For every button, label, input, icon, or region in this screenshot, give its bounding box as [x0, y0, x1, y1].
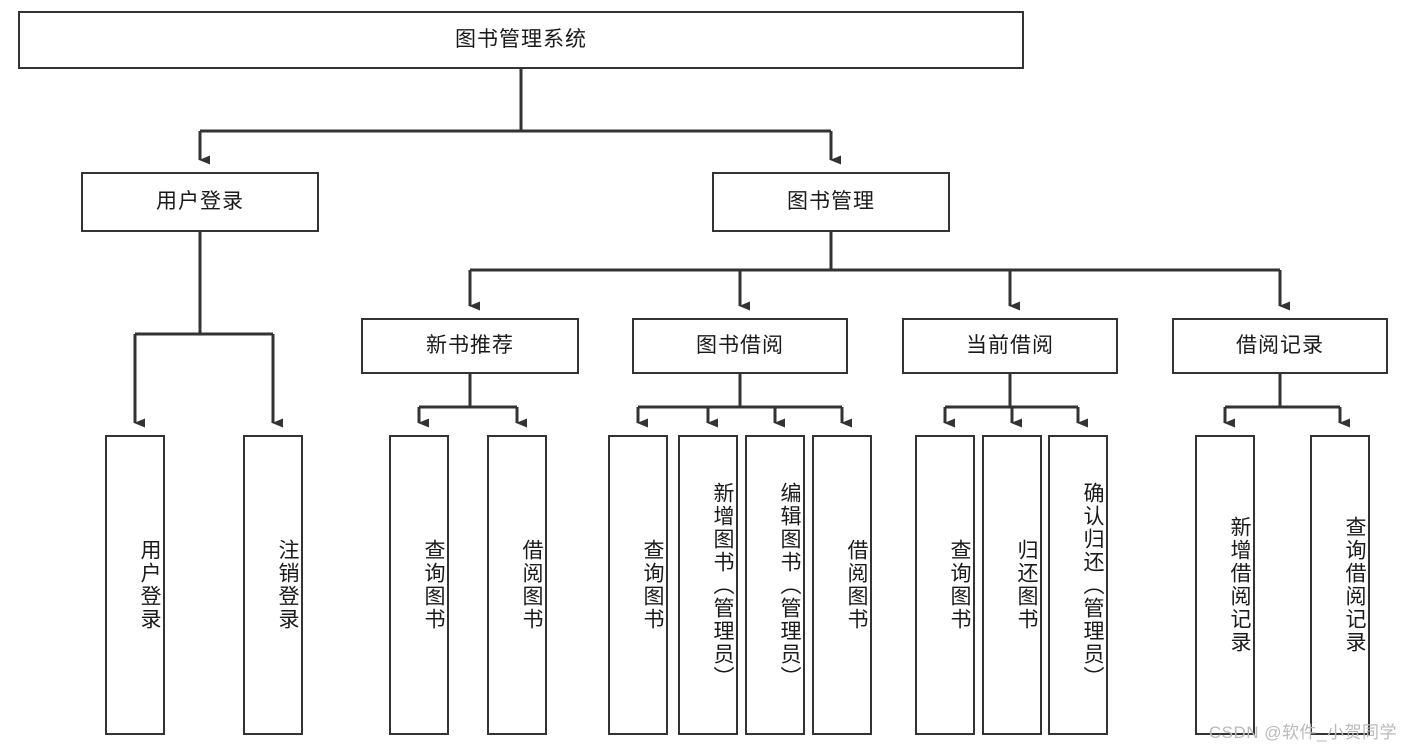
- node-book-borrow[interactable]: 图书借阅: [632, 318, 848, 374]
- node-root-label: 图书管理系统: [455, 28, 587, 52]
- node-borrow-record[interactable]: 借阅记录: [1172, 318, 1388, 374]
- leaf-query-book-2-label: 查询图书: [641, 539, 664, 631]
- leaf-confirm-return[interactable]: 确认归还（管理员）: [1048, 435, 1108, 735]
- leaf-return-book-label: 归还图书: [1015, 539, 1038, 631]
- node-new-book-recommend-label: 新书推荐: [426, 334, 514, 358]
- node-current-borrow-label: 当前借阅: [966, 334, 1054, 358]
- leaf-borrow-book-2[interactable]: 借阅图书: [812, 435, 872, 735]
- leaf-query-borrow-record-label: 查询借阅记录: [1343, 516, 1366, 654]
- leaf-edit-book[interactable]: 编辑图书（管理员）: [745, 435, 805, 735]
- leaf-borrow-book-1-label: 借阅图书: [520, 539, 543, 631]
- node-user-login[interactable]: 用户登录: [81, 172, 319, 232]
- leaf-query-book-1-label: 查询图书: [422, 539, 445, 631]
- leaf-user-logout-label: 注销登录: [276, 539, 299, 631]
- leaf-add-book-label: 新增图书（管理员）: [711, 481, 734, 689]
- leaf-user-login[interactable]: 用户登录: [105, 435, 165, 735]
- leaf-query-book-3-label: 查询图书: [948, 539, 971, 631]
- leaf-return-book[interactable]: 归还图书: [982, 435, 1042, 735]
- leaf-borrow-book-2-label: 借阅图书: [845, 539, 868, 631]
- leaf-user-login-label: 用户登录: [138, 539, 161, 631]
- node-user-login-label: 用户登录: [156, 190, 244, 214]
- leaf-query-book-3[interactable]: 查询图书: [915, 435, 975, 735]
- leaf-edit-book-label: 编辑图书（管理员）: [778, 481, 801, 689]
- leaf-user-logout[interactable]: 注销登录: [243, 435, 303, 735]
- leaf-confirm-return-label: 确认归还（管理员）: [1081, 481, 1104, 689]
- leaf-borrow-book-1[interactable]: 借阅图书: [487, 435, 547, 735]
- node-book-borrow-label: 图书借阅: [696, 334, 784, 358]
- leaf-add-borrow-record-label: 新增借阅记录: [1228, 516, 1251, 654]
- watermark: CSDN @软件_小贺同学: [1208, 723, 1397, 742]
- node-root[interactable]: 图书管理系统: [18, 11, 1024, 69]
- leaf-add-borrow-record[interactable]: 新增借阅记录: [1195, 435, 1255, 735]
- leaf-add-book[interactable]: 新增图书（管理员）: [678, 435, 738, 735]
- leaf-query-book-2[interactable]: 查询图书: [608, 435, 668, 735]
- node-borrow-record-label: 借阅记录: [1236, 334, 1324, 358]
- node-current-borrow[interactable]: 当前借阅: [902, 318, 1118, 374]
- node-book-management-label: 图书管理: [787, 190, 875, 214]
- leaf-query-book-1[interactable]: 查询图书: [389, 435, 449, 735]
- leaf-query-borrow-record[interactable]: 查询借阅记录: [1310, 435, 1370, 735]
- node-book-management[interactable]: 图书管理: [712, 172, 950, 232]
- node-new-book-recommend[interactable]: 新书推荐: [361, 318, 579, 374]
